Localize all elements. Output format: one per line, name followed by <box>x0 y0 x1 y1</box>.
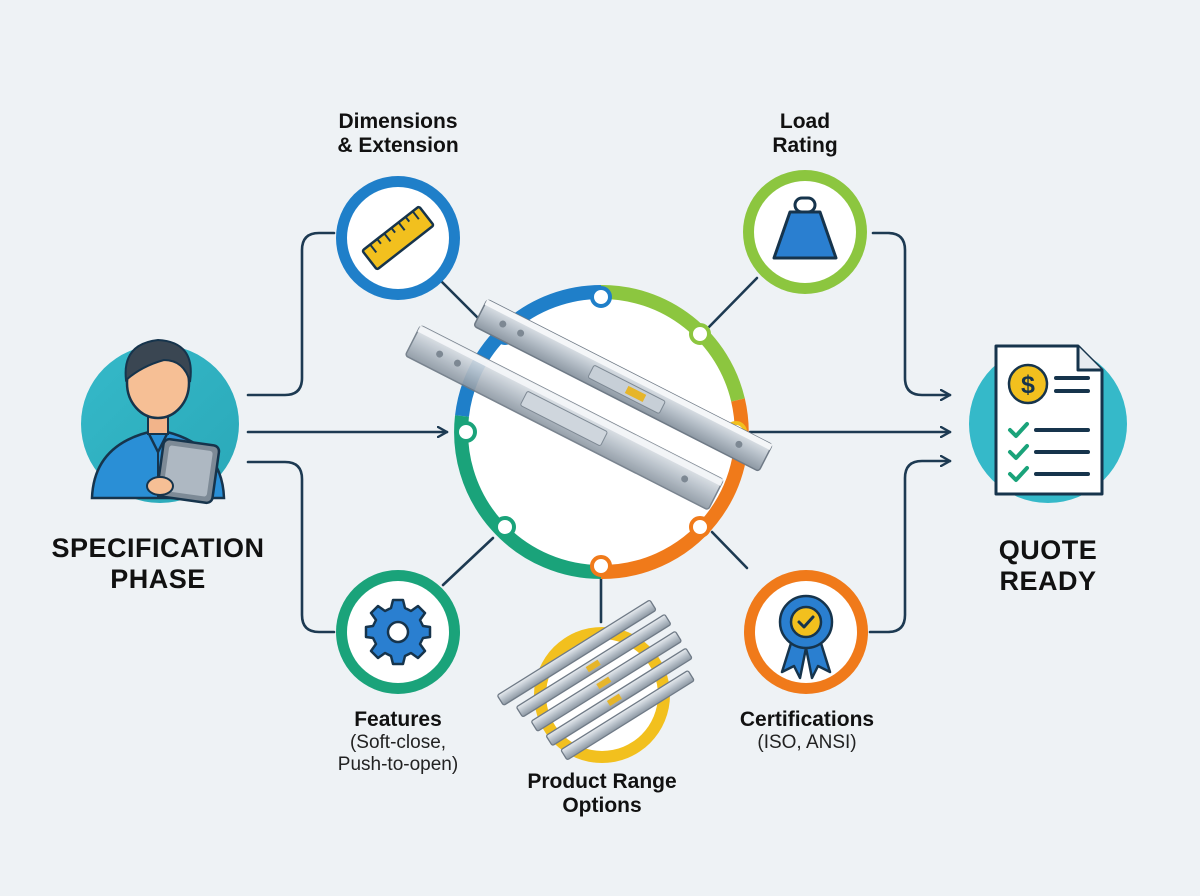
dimensions-label-line1: Dimensions <box>338 110 458 133</box>
load-label: Load Rating <box>730 110 880 158</box>
ring-node-left <box>455 421 477 443</box>
range-label-line2: Options <box>562 794 642 818</box>
weight-icon <box>772 196 838 260</box>
end-label-line1: QUOTE <box>998 535 1098 565</box>
certifications-label-line1: Certifications <box>739 708 875 731</box>
features-label-line1: Features <box>354 708 442 731</box>
award-ribbon-icon <box>778 594 834 680</box>
dimensions-label-line2: & Extension <box>337 134 459 158</box>
connector-load-to-center <box>706 276 759 330</box>
ruler-icon <box>361 205 435 271</box>
load-label-line2: Rating <box>772 134 838 158</box>
features-label: Features (Soft-close, Push-to-open) <box>298 708 498 776</box>
drawer-slide-icon <box>405 299 773 510</box>
load-node <box>743 170 867 294</box>
connector-start-to-dimensions <box>246 231 336 397</box>
connector-lines <box>246 231 952 634</box>
ring-node-lower-right <box>689 516 711 538</box>
start-label: SPECIFICATION PHASE <box>28 533 288 595</box>
ring-node-lower-left <box>494 516 516 538</box>
certifications-label: Certifications (ISO, ANSI) <box>714 708 900 754</box>
connector-load-to-end <box>871 231 952 395</box>
range-label-line1: Product Range <box>527 770 677 793</box>
dimensions-node <box>336 176 460 300</box>
features-label-line3: Push-to-open) <box>337 753 459 775</box>
person-with-tablet-icon <box>90 338 226 505</box>
load-label-line1: Load <box>779 110 831 133</box>
range-node <box>497 600 695 763</box>
features-label-line2: (Soft-close, <box>349 732 447 754</box>
range-label: Product Range Options <box>500 770 704 818</box>
svg-text:$: $ <box>1021 371 1035 399</box>
end-node: $ <box>969 344 1127 503</box>
quote-document-icon: $ <box>994 344 1104 496</box>
gear-icon <box>364 598 432 666</box>
ring-node-bottom <box>590 555 612 577</box>
end-label-line2: READY <box>999 566 1097 597</box>
features-node <box>336 570 460 694</box>
drawer-slides-icon <box>497 600 695 760</box>
start-node <box>81 338 239 505</box>
certifications-node <box>744 570 868 694</box>
connector-certifications-to-end <box>868 461 952 634</box>
start-label-line2: PHASE <box>110 564 206 595</box>
dimensions-label: Dimensions & Extension <box>300 110 496 158</box>
connector-start-to-features <box>246 460 336 634</box>
end-label: QUOTE READY <box>958 535 1138 597</box>
start-label-line1: SPECIFICATION <box>51 533 265 563</box>
ring-node-top <box>590 286 612 308</box>
certifications-label-line2: (ISO, ANSI) <box>757 732 857 754</box>
ring-arc-green <box>600 284 745 402</box>
connector-certifications-to-center <box>710 530 749 570</box>
ring-node-upper-right <box>689 323 711 345</box>
connector-features-to-center <box>441 536 495 587</box>
